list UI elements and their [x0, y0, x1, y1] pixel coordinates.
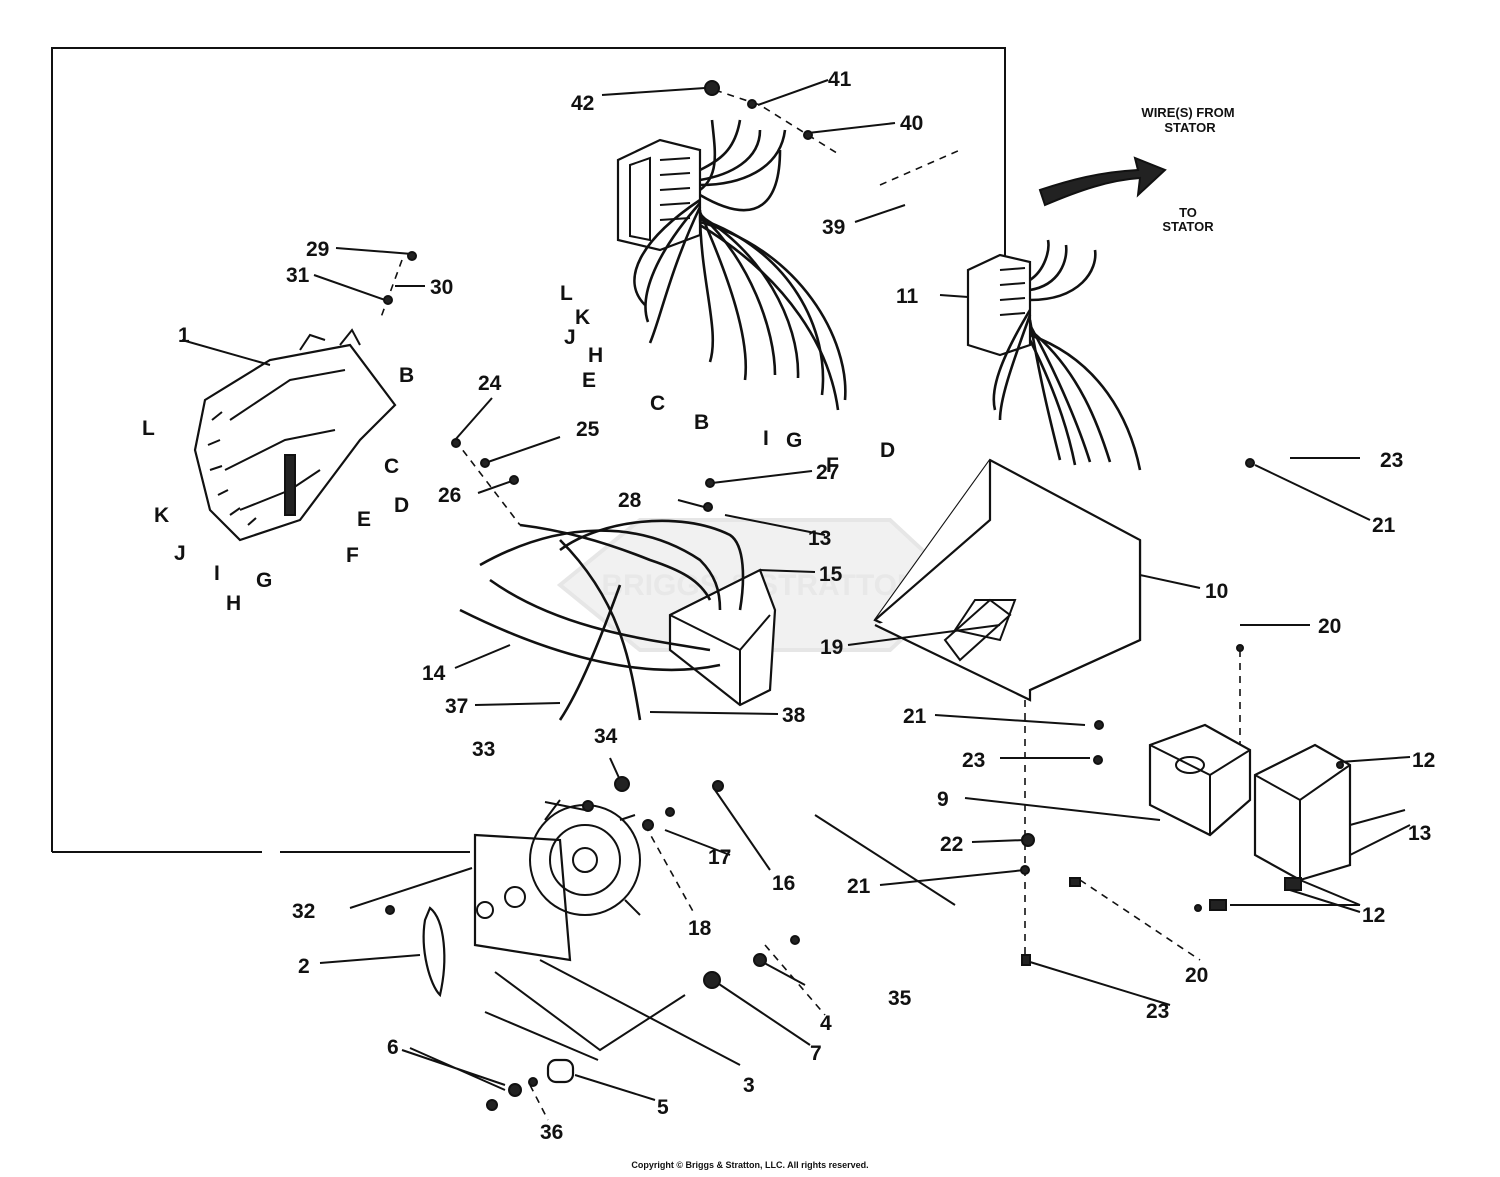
panel-letter-l: L — [142, 417, 155, 440]
callout-16: 16 — [772, 872, 795, 895]
callout-35: 35 — [888, 987, 912, 1010]
callout-42: 42 — [571, 92, 594, 115]
banner-line-1: WIRE(S) FROM — [1141, 105, 1234, 120]
direction-arrow-icon — [1038, 156, 1167, 207]
spacer-sleeve — [546, 1058, 575, 1084]
callout-20-low: 20 — [1185, 964, 1208, 987]
callout-23-top: 23 — [1380, 449, 1403, 472]
callout-4: 4 — [820, 1012, 832, 1035]
callout-6: 6 — [387, 1036, 399, 1059]
panel-letter-h: H — [226, 592, 241, 615]
callout-33: 33 — [472, 738, 495, 761]
banner-line-2: STATOR — [1164, 120, 1216, 135]
banner-to-line-1: TO — [1179, 205, 1197, 220]
wire-letter-e: E — [582, 369, 596, 392]
callout-22: 22 — [940, 833, 963, 856]
callout-20-top: 20 — [1318, 615, 1341, 638]
callout-1: 1 — [178, 324, 190, 347]
panel-letter-b: B — [399, 364, 414, 387]
callout-23-mid: 23 — [962, 749, 985, 772]
callout-24: 24 — [478, 372, 502, 395]
callout-28: 28 — [618, 489, 642, 512]
callout-3: 3 — [743, 1074, 755, 1097]
wire-letter-g: G — [786, 429, 802, 452]
panel-letter-e: E — [357, 508, 371, 531]
panel-letter-i: I — [214, 562, 220, 585]
callout-19: 19 — [820, 636, 843, 659]
wiring-harness-panel — [616, 119, 847, 411]
wire-letter-b: B — [694, 411, 709, 434]
banner-wire-from-stator: WIRE(S) FROM STATOR — [1141, 105, 1234, 135]
callout-5: 5 — [657, 1096, 669, 1119]
mounting-bracket — [422, 906, 446, 998]
callout-17: 17 — [708, 846, 731, 869]
callout-13-lower: 13 — [1408, 822, 1431, 845]
callout-7: 7 — [810, 1042, 822, 1065]
callout-38: 38 — [782, 704, 806, 727]
callout-12-low: 12 — [1362, 904, 1385, 927]
panel-housing — [193, 328, 397, 542]
callout-23-low: 23 — [1146, 1000, 1169, 1023]
terminal-letters: L K J H E C B I G F D B L C D E F K J I … — [142, 282, 895, 615]
wire-harness — [459, 519, 777, 721]
callout-18: 18 — [688, 917, 712, 940]
assembly-frame — [51, 47, 1006, 852]
wire-letter-h: H — [588, 344, 603, 367]
panel-letter-c: C — [384, 455, 399, 478]
wire-letter-l: L — [560, 282, 573, 305]
wire-letter-j: J — [564, 326, 576, 349]
callout-34: 34 — [594, 725, 618, 748]
callout-36: 36 — [540, 1121, 563, 1144]
callout-31: 31 — [286, 264, 310, 287]
callout-numbers: 42 41 40 39 29 31 30 1 24 25 26 27 28 13… — [178, 68, 1435, 1144]
callout-10: 10 — [1205, 580, 1228, 603]
bracket — [1148, 723, 1252, 837]
end-bell-assembly — [473, 799, 641, 962]
leader-lines — [181, 79, 1411, 1121]
callout-25: 25 — [576, 418, 600, 441]
terminal-block — [1253, 743, 1352, 882]
wire-letter-d: D — [880, 439, 895, 462]
panel-letter-k: K — [154, 504, 169, 527]
callout-12-top: 12 — [1412, 749, 1435, 772]
callout-14: 14 — [422, 662, 446, 685]
fastener-markers — [383, 80, 1344, 1111]
wire-letter-c: C — [650, 392, 665, 415]
callout-29: 29 — [306, 238, 329, 261]
wire-letter-k: K — [575, 306, 590, 329]
callout-21-low: 21 — [847, 875, 871, 898]
callout-9: 9 — [937, 788, 949, 811]
callout-40: 40 — [900, 112, 923, 135]
callout-39: 39 — [822, 216, 845, 239]
panel-letter-d: D — [394, 494, 409, 517]
callout-13-upper: 13 — [808, 527, 831, 550]
panel-letter-f: F — [346, 544, 359, 567]
callout-15: 15 — [819, 563, 843, 586]
callout-11: 11 — [896, 285, 919, 308]
callout-2: 2 — [298, 955, 310, 978]
callout-26: 26 — [438, 484, 461, 507]
callout-21-mid: 21 — [903, 705, 927, 728]
wire-letter-i: I — [763, 427, 769, 450]
callout-32: 32 — [292, 900, 315, 923]
base-plate — [873, 458, 1142, 702]
callout-37: 37 — [445, 695, 468, 718]
wire-letter-f: F — [826, 454, 839, 477]
panel-letter-g: G — [256, 569, 272, 592]
callout-27: 27 — [816, 461, 839, 484]
panel-letter-j: J — [174, 542, 186, 565]
callout-21-top: 21 — [1372, 514, 1396, 537]
banner-to-line-2: STATOR — [1162, 219, 1214, 234]
banner-to-stator: TO STATOR — [1162, 205, 1214, 234]
stator-wiring-11 — [966, 239, 1142, 471]
callout-41: 41 — [828, 68, 852, 91]
callout-30: 30 — [430, 276, 453, 299]
copyright-notice: Copyright © Briggs & Stratton, LLC. All … — [631, 1160, 869, 1170]
